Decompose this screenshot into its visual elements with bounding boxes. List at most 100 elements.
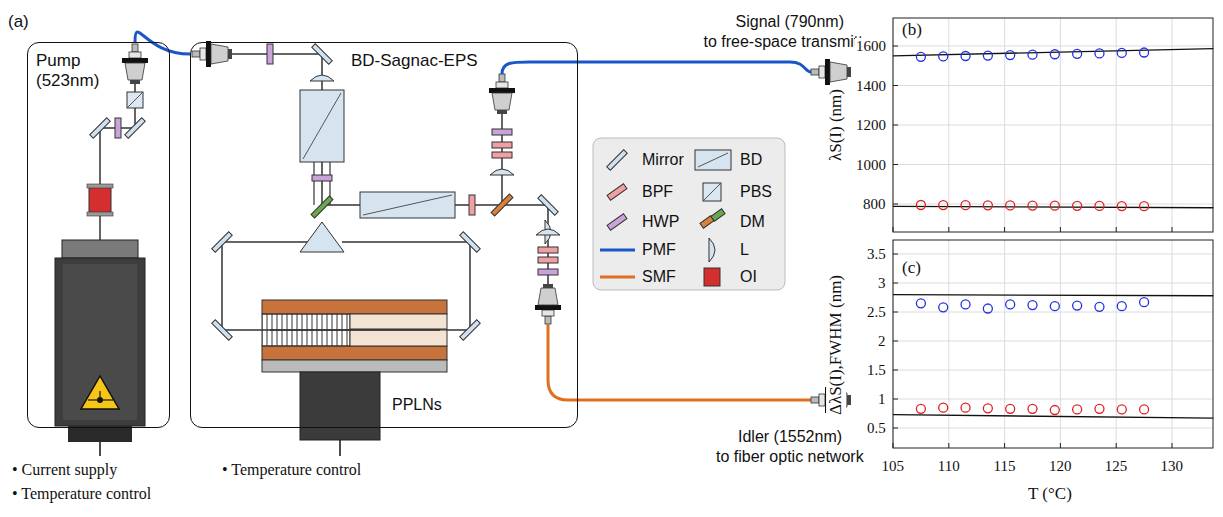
theory-curve [893,295,1213,296]
collimator-lens [228,49,232,59]
pm-fiber-connector [135,32,190,54]
laser-body [55,258,145,426]
legend-text: BD [740,151,762,169]
data-point [1117,48,1126,57]
panel-label: (c) [900,258,923,278]
mirror [125,118,146,139]
tick-label: 1000 [855,157,887,174]
pm-fiber-sample [600,249,635,252]
grid-line [893,85,1213,86]
tick-label: 1.5 [866,362,887,379]
port-label: to fiber optic network [716,448,864,466]
sm-fiber [548,324,811,400]
grid-line [893,428,1213,429]
data-point [1073,301,1082,310]
data-point [939,403,948,412]
data-point [1050,50,1059,59]
tick-mark [893,283,898,284]
data-point [1140,298,1149,307]
collimator-body [830,62,847,82]
tick-label: 3.5 [866,246,887,263]
legend-text: DM [740,213,765,231]
ferrule [811,397,819,403]
control-note: • Current supply [12,461,117,479]
data-point [1117,405,1126,414]
data-point [1006,404,1015,413]
tick-mark [948,443,949,448]
collimator-lens [130,80,140,84]
data-point [961,51,970,60]
ppln-crystal [350,314,447,329]
tick-label: 105 [881,458,906,475]
box-title: Pump (523nm) [36,51,116,90]
data-point [961,403,970,412]
panel-label: (b) [900,20,924,40]
band-pass-filter [492,142,512,148]
flange [206,41,211,67]
axes-frame [893,18,1213,232]
lens [709,238,715,262]
port-label: to free-space transmitter [704,33,877,51]
data-point [1028,201,1037,210]
tick-mark [893,46,898,47]
band-pass-filter [469,195,475,215]
lens [536,229,560,235]
tick-mark [893,341,898,342]
tick-mark [1060,227,1061,232]
fiber-collimator [122,44,148,84]
flange [122,58,148,63]
laser-warning-ray [88,399,97,400]
laser-cap [62,240,138,258]
grid-line [893,341,1213,342]
tick-mark [893,204,898,205]
half-wave-plate [312,175,332,181]
data-point [916,200,925,209]
beam-path [270,329,440,331]
setup-box: Pump (523nm) [27,42,170,428]
data-point [1028,50,1037,59]
tick-mark [893,428,898,429]
optical-isolator [89,186,111,214]
tick-label: 110 [937,458,961,475]
control-note: • Temperature control [222,461,361,479]
tick-mark [1004,227,1005,232]
grid-line [893,125,1213,126]
legend-text: PMF [642,241,676,259]
grid-line [948,240,949,448]
collimator-body [538,288,558,305]
grid-line [893,283,1213,284]
legend-box [593,138,785,290]
laser-panel [63,264,137,420]
cable [339,440,341,456]
data-point [1006,201,1015,210]
tick-mark [1060,443,1061,448]
ferrule [811,69,819,75]
prism [300,222,344,252]
axis-title: T (°C) [1026,484,1074,504]
data-point [939,52,948,61]
data-point [1095,404,1104,413]
legend-text: BPF [642,183,673,201]
collimator-lens [497,110,507,114]
legend-text: HWP [642,213,679,231]
data-point [916,52,925,61]
data-point [1095,49,1104,58]
fiber-collimator [489,74,515,114]
tick-mark [893,164,898,165]
flange [535,305,561,310]
mirror [607,150,628,171]
optical-isolator [704,268,720,286]
grid-line [1004,240,1005,448]
oven-base [262,360,447,372]
beam-displacer [300,90,344,162]
fiber-collimator [535,284,561,324]
data-point [916,299,925,308]
half-wave-plate [492,129,512,135]
control-note: • Temperature control [12,485,151,503]
grid-line [893,254,1213,255]
sm-fiber-sample [600,276,635,279]
tick-label: 125 [1104,458,1129,475]
box-title: BD-Sagnac-EPS [351,51,478,71]
tick-mark [893,399,898,400]
